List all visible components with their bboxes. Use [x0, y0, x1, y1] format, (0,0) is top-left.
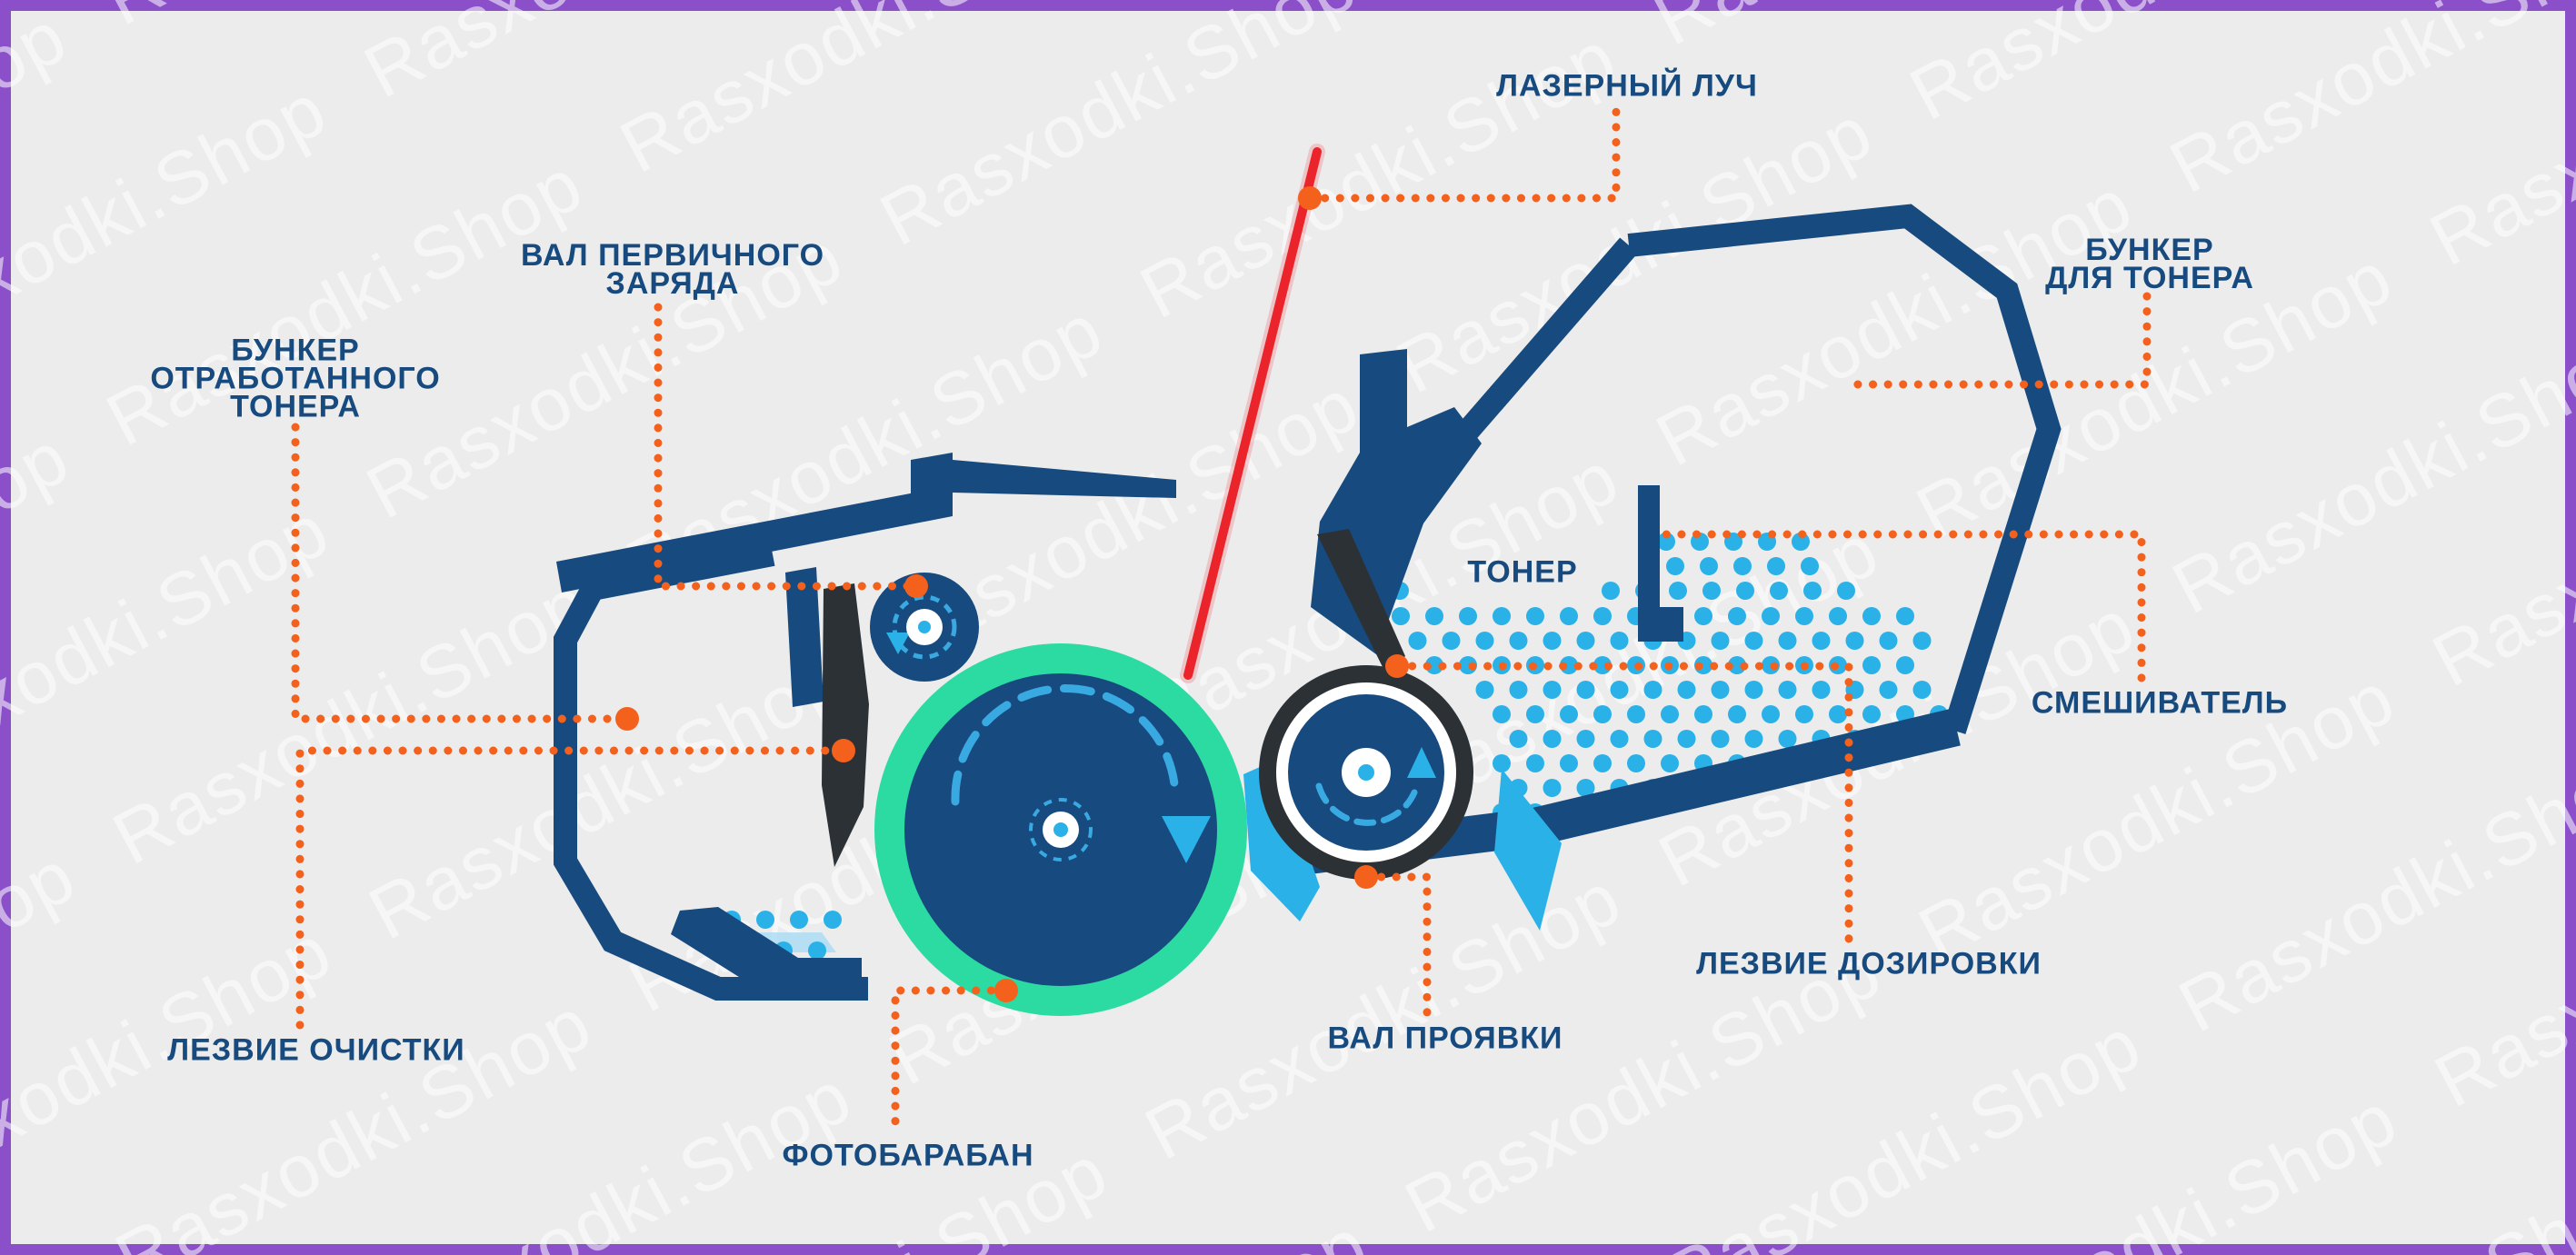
leader-endpoint-dot — [1298, 186, 1322, 210]
label-laser-beam: ЛАЗЕРНЫЙ ЛУЧ — [1496, 68, 1758, 104]
leader-endpoint-dot — [615, 707, 639, 731]
label-waste-toner-hopper: БУНКЕР ОТРАБОТАННОГО ТОНЕРА — [150, 333, 441, 424]
leader-waste-hopper — [291, 423, 639, 731]
label-toner-hopper: БУНКЕР ДЛЯ ТОНЕРА — [2045, 233, 2254, 295]
label-line: БУНКЕР — [231, 333, 360, 368]
laser-beam — [1180, 144, 1325, 683]
leader-lines — [291, 106, 2152, 1139]
leader-photo-drum — [891, 979, 1018, 1139]
label-line: ДЛЯ ТОНЕРА — [2045, 261, 2254, 295]
leader-endpoint-dot — [832, 739, 855, 762]
leader-primary-charge — [654, 303, 928, 598]
photo-drum — [874, 643, 1247, 1016]
waste-hopper-assembly — [554, 453, 1176, 1001]
leader-cleaning-blade — [295, 739, 855, 1030]
developer-roller — [1259, 665, 1473, 880]
toner-hopper-assembly — [1243, 204, 2062, 931]
label-photo-drum: ФОТОБАРАБАН — [782, 1138, 1034, 1173]
label-dosing-blade: ЛЕЗВИЕ ДОЗИРОВКИ — [1696, 946, 2042, 981]
label-toner: ТОНЕР — [1467, 554, 1578, 590]
leader-endpoint-dot — [1354, 865, 1378, 889]
leader-dosing-blade — [1385, 654, 1853, 948]
label-developer-roller: ВАЛ ПРОЯВКИ — [1327, 1021, 1563, 1056]
label-line: ЗАРЯДА — [605, 266, 740, 301]
primary-charge-roller — [870, 573, 979, 682]
leader-laser-beam — [1298, 106, 1621, 210]
label-line: ОТРАБОТАННОГО — [150, 361, 441, 396]
label-line: БУНКЕР — [2085, 233, 2214, 267]
label-line: ТОНЕРА — [230, 389, 361, 424]
leader-developer — [1354, 865, 1432, 1022]
label-primary-charge-roller: ВАЛ ПЕРВИЧНОГО ЗАРЯДА — [520, 238, 825, 301]
label-line: ВАЛ ПЕРВИЧНОГО — [520, 238, 825, 273]
leader-toner-hopper — [1850, 292, 2152, 389]
leader-mixer — [1657, 530, 2146, 682]
leader-endpoint-dot — [1385, 654, 1409, 678]
leader-endpoint-dot — [994, 979, 1018, 1002]
leader-endpoint-dot — [904, 574, 928, 598]
label-mixer: СМЕШИВАТЕЛЬ — [2031, 685, 2289, 721]
mixer-bar — [1638, 485, 1683, 642]
label-cleaning-blade: ЛЕЗВИЕ ОЧИСТКИ — [167, 1032, 465, 1068]
